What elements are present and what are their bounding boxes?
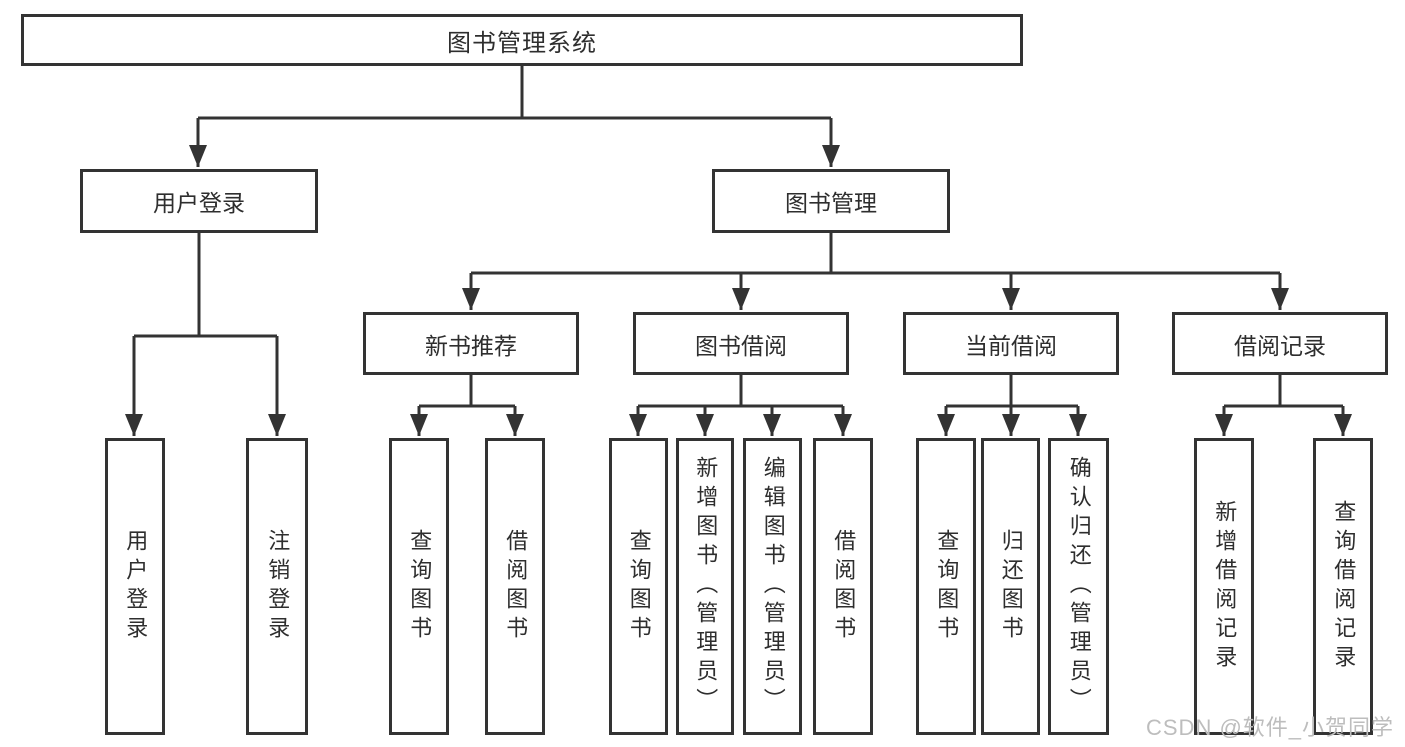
leaf-user-login: 用户登录 bbox=[105, 438, 165, 735]
leaf-confirm-return-admin: 确认归还（管理员） bbox=[1048, 438, 1109, 735]
node-library-system: 图书管理系统 bbox=[21, 14, 1023, 66]
leaf-logout-login: 注销登录 bbox=[246, 438, 308, 735]
leaf-borrow-books-borrowing: 借阅图书 bbox=[813, 438, 873, 735]
leaf-return-books: 归还图书 bbox=[981, 438, 1040, 735]
node-book-borrowing: 图书借阅 bbox=[633, 312, 849, 375]
leaf-edit-books-admin: 编辑图书（管理员） bbox=[743, 438, 802, 735]
node-current-borrowing: 当前借阅 bbox=[903, 312, 1119, 375]
leaf-query-borrow-record: 查询借阅记录 bbox=[1313, 438, 1373, 735]
node-borrowing-records: 借阅记录 bbox=[1172, 312, 1388, 375]
leaf-query-books-current: 查询图书 bbox=[916, 438, 976, 735]
leaf-query-books-newbooks: 查询图书 bbox=[389, 438, 449, 735]
leaf-query-books-borrowing: 查询图书 bbox=[609, 438, 668, 735]
watermark: CSDN @软件_小贺同学 bbox=[1146, 715, 1395, 740]
leaf-add-borrow-record: 新增借阅记录 bbox=[1194, 438, 1254, 735]
node-new-book-recommend: 新书推荐 bbox=[363, 312, 579, 375]
node-user-login: 用户登录 bbox=[80, 169, 318, 233]
leaf-borrow-books-newbooks: 借阅图书 bbox=[485, 438, 545, 735]
leaf-add-books-admin: 新增图书（管理员） bbox=[676, 438, 734, 735]
node-book-management: 图书管理 bbox=[712, 169, 950, 233]
